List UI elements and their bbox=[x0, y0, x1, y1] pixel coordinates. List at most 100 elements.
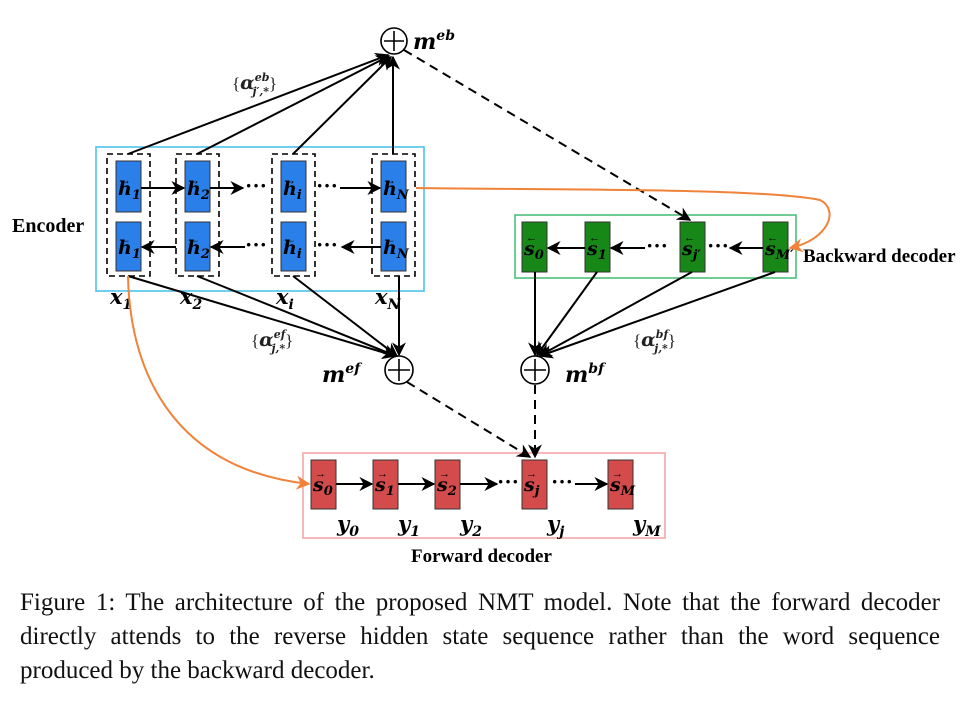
right-arrow-accent-icon: → bbox=[315, 468, 326, 480]
attn-ef-2 bbox=[196, 275, 398, 358]
forward-state-cell bbox=[434, 459, 461, 510]
backward-state-cell bbox=[521, 221, 548, 273]
encoder-forward-state bbox=[380, 160, 407, 213]
dashed-mef-to-forward-sj bbox=[406, 381, 532, 458]
encoder-fwd-ellipsis-2: ··· bbox=[316, 173, 338, 198]
forward-state-cell bbox=[372, 459, 399, 510]
cell-label: s0 bbox=[312, 474, 333, 499]
encoder-input-label: x2 bbox=[179, 284, 203, 313]
encoder-backward-state bbox=[280, 221, 307, 272]
attn-eb-i bbox=[292, 56, 392, 155]
backward-state-cell bbox=[584, 221, 611, 273]
forward-state-cell bbox=[310, 459, 337, 510]
left-arrow-accent-icon: ← bbox=[767, 232, 778, 244]
nmt-architecture-diagram: Encoder →h1←h1→h2←h2→hi←hi→hN←hN ··· ···… bbox=[12, 27, 956, 567]
cell-label: s1 bbox=[374, 474, 395, 499]
attn-bf-j bbox=[537, 271, 693, 357]
backward-decoder-state: ←sM′ bbox=[762, 221, 794, 273]
dashed-meb-to-backward-sj bbox=[403, 49, 692, 221]
encoder-forward-state bbox=[115, 160, 142, 213]
init-curve-h1-to-forward-s0 bbox=[127, 275, 311, 490]
attn-ef-1 bbox=[127, 275, 397, 360]
cell-label: h1 bbox=[118, 237, 141, 262]
backward-decoder-label: Backward decoder bbox=[803, 246, 956, 267]
context-dashed-links bbox=[403, 49, 692, 459]
init-curve-hN-to-backward-sM bbox=[415, 187, 831, 253]
encoder-bwd-ellipsis-2: ··· bbox=[316, 232, 338, 257]
backward-decoder-state: ←sj′ bbox=[679, 221, 706, 273]
cell-label: hN bbox=[383, 178, 410, 203]
cell-label: sM bbox=[609, 474, 636, 499]
figure-caption: Figure 1: The architecture of the propos… bbox=[20, 589, 940, 684]
attention-eb-arrows bbox=[127, 52, 400, 155]
sum-node-bf bbox=[520, 355, 550, 385]
attn-eb-2 bbox=[196, 55, 391, 155]
forward-output-label: y0 bbox=[336, 511, 359, 540]
encoder-column-1: →h1←h1 bbox=[115, 160, 142, 272]
cell-label: s1 bbox=[586, 238, 607, 263]
forward-ellipsis-1: ··· bbox=[497, 469, 519, 494]
right-arrow-accent-icon: → bbox=[384, 173, 396, 187]
backward-state-cell bbox=[679, 221, 706, 273]
backward-ellipsis-2: ··· bbox=[707, 233, 729, 258]
encoder-input-label: xN bbox=[374, 284, 402, 313]
cell-label: h2 bbox=[187, 178, 210, 203]
backward-decoder-state: ←s1 bbox=[584, 221, 611, 273]
backward-state-cell bbox=[762, 221, 789, 273]
forward-ellipsis-2: ··· bbox=[551, 469, 573, 494]
m-eb-label: meb bbox=[413, 28, 455, 55]
encoder-input-label: xi bbox=[275, 284, 294, 313]
encoder-forward-state bbox=[280, 160, 307, 213]
cell-label: h2 bbox=[187, 237, 210, 262]
forward-output-label: yj bbox=[546, 511, 564, 540]
backward-decoder-state: ←s0 bbox=[521, 221, 548, 273]
left-arrow-accent-icon: ← bbox=[119, 232, 131, 246]
right-arrow-accent-icon: → bbox=[526, 468, 537, 480]
backward-ellipsis-1: ··· bbox=[646, 233, 668, 258]
forward-output-label: yM bbox=[632, 511, 661, 540]
encoder-frame bbox=[95, 146, 425, 292]
forward-state-cell bbox=[521, 459, 548, 510]
attention-ef-arrows bbox=[127, 275, 406, 360]
encoder-column-2: →h2←h2 bbox=[184, 160, 211, 272]
encoder-label: Encoder bbox=[12, 215, 84, 237]
forward-decoder-state: →s0 bbox=[310, 459, 337, 510]
attn-bf-M bbox=[538, 271, 776, 359]
attn-ef-i bbox=[292, 275, 399, 357]
encoder-input-label: x1 bbox=[109, 284, 132, 313]
right-arrow-accent-icon: → bbox=[188, 173, 200, 187]
left-arrow-accent-icon: ← bbox=[589, 232, 600, 244]
cell-label: h1 bbox=[118, 178, 141, 203]
cell-label: sj′ bbox=[681, 238, 701, 263]
left-arrow-accent-icon: ← bbox=[684, 232, 695, 244]
forward-decoder-frame bbox=[302, 452, 666, 539]
encoder-column-4: →hN←hN bbox=[380, 160, 410, 272]
encoder-backward-state bbox=[184, 221, 211, 272]
right-arrow-accent-icon: → bbox=[284, 173, 296, 187]
right-arrow-accent-icon: → bbox=[439, 468, 450, 480]
right-arrow-accent-icon: → bbox=[377, 468, 388, 480]
encoder-bwd-ellipsis-1: ··· bbox=[245, 232, 267, 257]
cell-label: hi bbox=[283, 237, 302, 262]
forward-decoder-state: →sj bbox=[521, 459, 548, 510]
attention-bf-arrows bbox=[528, 271, 776, 359]
left-arrow-accent-icon: ← bbox=[188, 232, 200, 246]
encoder-backward-state bbox=[115, 221, 142, 272]
cell-label: hN bbox=[383, 237, 410, 262]
forward-output-label: y1 bbox=[397, 511, 420, 540]
cell-label: s0 bbox=[523, 238, 544, 263]
cell-label: s2 bbox=[436, 474, 457, 499]
left-arrow-accent-icon: ← bbox=[526, 232, 537, 244]
forward-decoder-label: Forward decoder bbox=[411, 546, 552, 567]
cell-label: sj bbox=[523, 474, 540, 499]
m-ef-label: mef bbox=[322, 361, 363, 388]
sum-node-eb bbox=[380, 27, 408, 55]
cell-label: hi bbox=[283, 178, 302, 203]
left-arrow-accent-icon: ← bbox=[384, 232, 396, 246]
m-bf-label: mbf bbox=[565, 361, 607, 388]
forward-decoder-state: →s2 bbox=[434, 459, 461, 510]
attn-eb-1 bbox=[127, 52, 390, 155]
